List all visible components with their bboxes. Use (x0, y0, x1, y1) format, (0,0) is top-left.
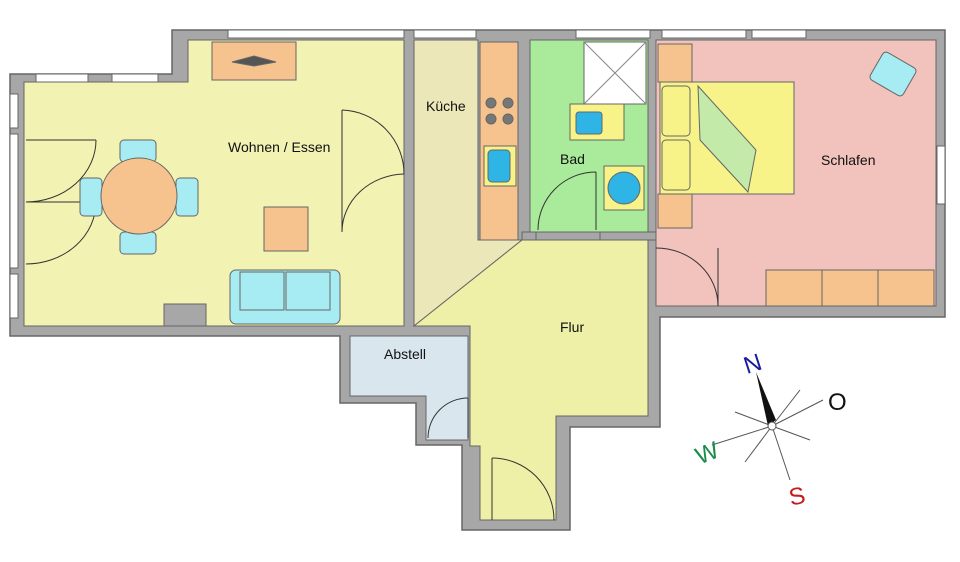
furniture (79, 41, 935, 325)
stove-burner (485, 97, 497, 109)
door-swing (655, 247, 719, 307)
window (936, 145, 946, 205)
room-label-flur: Flur (560, 319, 584, 335)
door-swing (427, 397, 469, 439)
compass-ray (734, 411, 773, 427)
window (413, 29, 477, 39)
stove-burner (502, 113, 514, 125)
chair (119, 231, 157, 255)
pillow (661, 139, 691, 191)
compass-north-label: N (740, 349, 765, 380)
compass-rose: N O S W (692, 349, 847, 512)
compass-east-label: O (828, 389, 847, 416)
doors (25, 109, 719, 521)
room-label-wohnen: Wohnen / Essen (228, 139, 330, 155)
tv-sideboard (211, 41, 297, 81)
washbasin (607, 171, 641, 205)
compass-west-label: W (692, 437, 723, 471)
bathroom-sink (575, 111, 603, 135)
compass-ray (771, 399, 824, 427)
room-label-kueche: Küche (426, 98, 466, 114)
blanket (697, 84, 757, 194)
window (661, 29, 747, 39)
room-label-bad: Bad (560, 151, 585, 167)
nightstand (657, 193, 693, 229)
compass-ray (711, 425, 773, 446)
room-abstell (349, 335, 469, 441)
nightstand (657, 43, 693, 83)
room-label-schlafen: Schlafen (821, 152, 875, 168)
door-swing (491, 457, 555, 521)
bad-wall-segment (599, 231, 657, 241)
window (9, 93, 19, 129)
door-swing (341, 173, 405, 233)
window (227, 29, 405, 39)
room-label-abstell: Abstell (384, 346, 426, 362)
chimney-block (163, 303, 207, 327)
window (575, 29, 651, 39)
window (9, 133, 19, 269)
stove-burner (502, 97, 514, 109)
compass-ray (744, 425, 773, 463)
compass-ray (771, 425, 791, 481)
kitchen-counter (479, 41, 519, 241)
compass-ray (771, 389, 801, 427)
door-swing (537, 171, 597, 231)
window (111, 73, 159, 83)
sofa-seat (239, 271, 285, 311)
room-labels: Wohnen / Essen Küche Bad Schlafen Flur A… (228, 98, 875, 362)
wardrobe (765, 269, 935, 307)
window (751, 29, 807, 39)
window (35, 73, 89, 83)
shower-cross (583, 41, 647, 105)
tv-icon (231, 55, 277, 67)
pillow (661, 85, 691, 137)
door-swing (341, 109, 405, 175)
stove-burner (485, 113, 497, 125)
kitchen-sink-basin (487, 149, 511, 183)
compass-center (767, 421, 777, 431)
dining-table (100, 157, 178, 235)
chair (79, 177, 103, 217)
compass-north-needle (756, 372, 776, 426)
chair (175, 177, 199, 217)
armchair (869, 51, 917, 97)
door-swing (25, 139, 97, 203)
compass-south-label: S (786, 482, 807, 512)
bad-wall-segment (521, 231, 537, 241)
compass-ray (771, 425, 811, 441)
sofa-seat (285, 271, 331, 311)
coffee-table (263, 206, 309, 252)
window (9, 273, 19, 319)
